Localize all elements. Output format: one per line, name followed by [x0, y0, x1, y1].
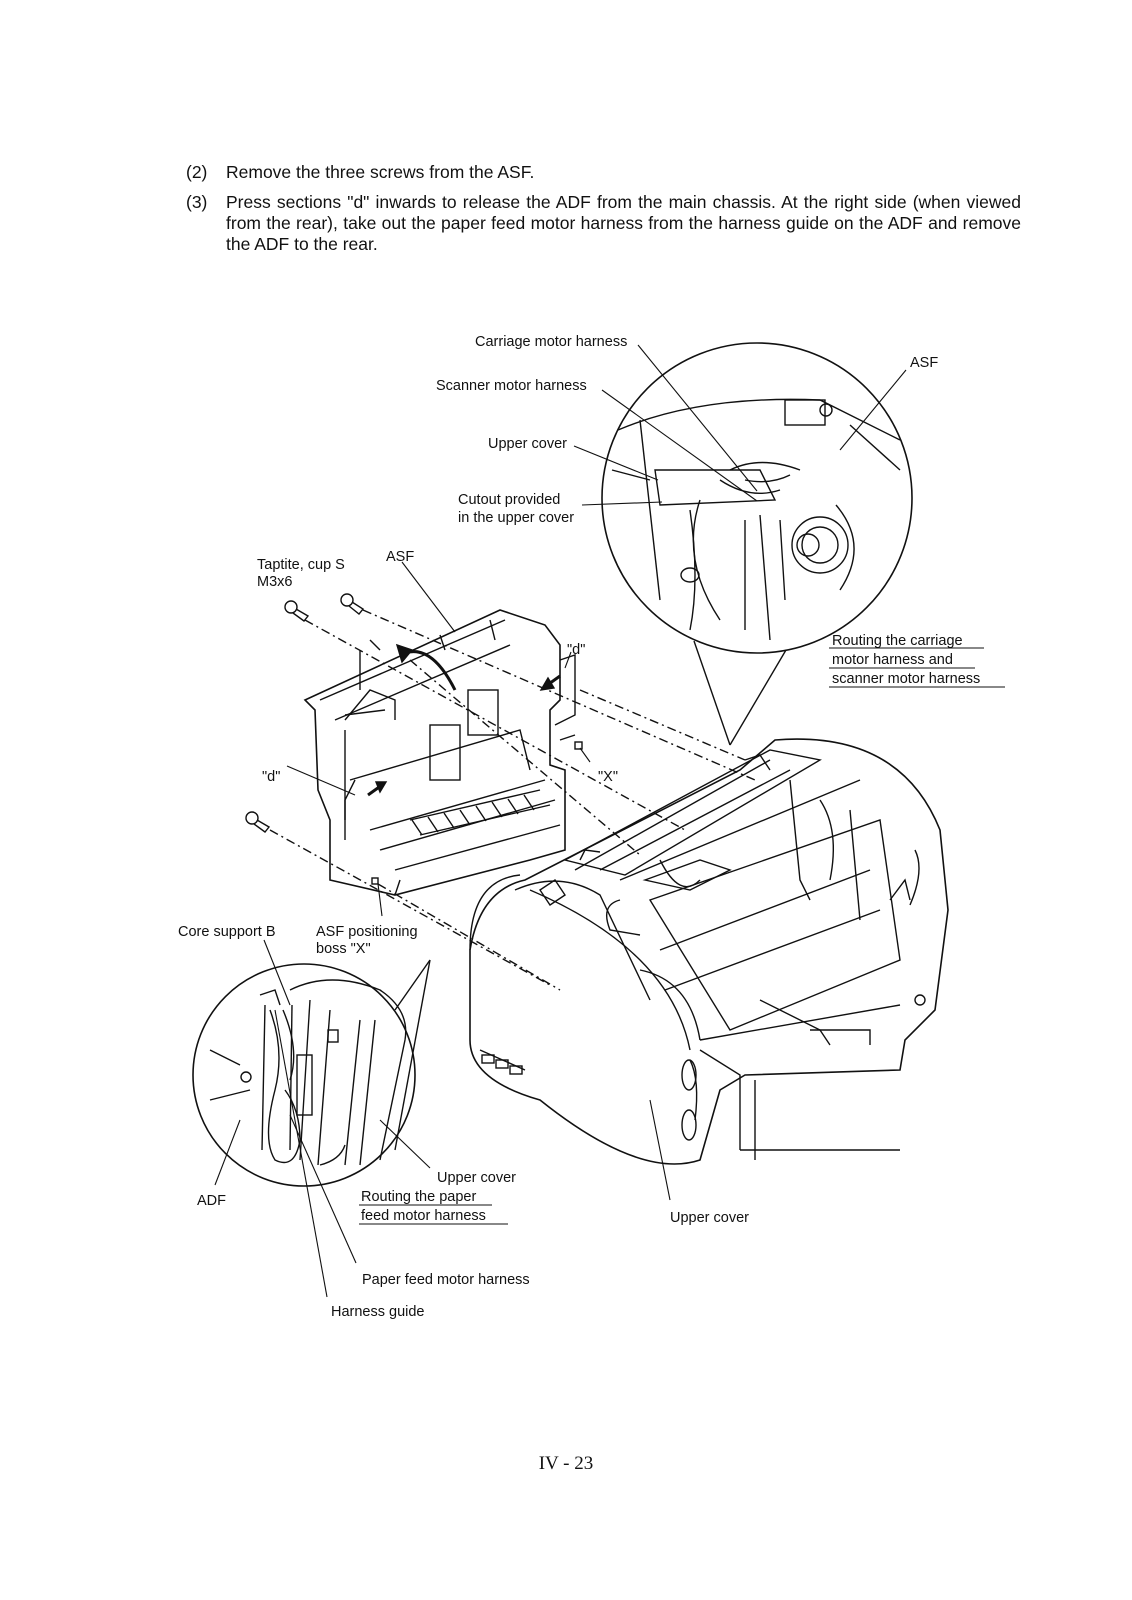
- label-carriage-motor-harness: Carriage motor harness: [475, 334, 627, 350]
- label-cutout-line2: in the upper cover: [458, 510, 574, 526]
- label-routing-carriage-line1: Routing the carriage: [832, 633, 963, 649]
- label-upper-cover-top: Upper cover: [488, 436, 567, 452]
- label-cutout-line1: Cutout provided: [458, 492, 560, 508]
- leader-lines: [214, 344, 907, 1298]
- asf-unit: [303, 609, 583, 896]
- step-number: (2): [186, 162, 208, 182]
- label-upper-cover-mid: Upper cover: [437, 1170, 516, 1186]
- step-2: (2) Remove the three screws from the ASF…: [186, 162, 1021, 183]
- label-underlines: [359, 647, 1005, 1225]
- label-taptite-line1: Taptite, cup S: [257, 557, 345, 573]
- label-d-left: "d": [262, 769, 280, 785]
- carriage-harness-detail-view: [601, 342, 913, 746]
- alignment-dash-lines: [269, 609, 756, 991]
- screw-icon: [245, 593, 365, 833]
- label-d-right: "d": [567, 642, 585, 658]
- paper-feed-harness-detail-view: [192, 959, 431, 1187]
- label-asf-positioning-line2: boss "X": [316, 941, 371, 957]
- label-asf-positioning-line1: ASF positioning: [316, 924, 418, 940]
- label-routing-paper-line1: Routing the paper: [361, 1189, 476, 1205]
- step-text: Remove the three screws from the ASF.: [226, 162, 535, 182]
- label-asf-left: ASF: [386, 549, 414, 565]
- label-upper-cover-right: Upper cover: [670, 1210, 749, 1226]
- label-paper-feed-motor-harness: Paper feed motor harness: [362, 1272, 530, 1288]
- label-asf-top: ASF: [910, 355, 938, 371]
- step-number: (3): [186, 192, 208, 212]
- label-core-support: Core support B: [178, 924, 276, 940]
- printer-main-body: [469, 738, 949, 1165]
- instruction-steps: (2) Remove the three screws from the ASF…: [186, 162, 1021, 264]
- step-3: (3) Press sections "d" inwards to releas…: [186, 192, 1021, 255]
- label-x-boss: "X": [598, 769, 618, 785]
- step-text: Press sections "d" inwards to release th…: [226, 192, 1021, 254]
- label-routing-carriage-line3: scanner motor harness: [832, 671, 980, 687]
- label-adf: ADF: [197, 1193, 226, 1209]
- label-routing-carriage-line2: motor harness and: [832, 652, 953, 668]
- page-number: IV - 23: [538, 1453, 594, 1474]
- label-routing-paper-line2: feed motor harness: [361, 1208, 486, 1224]
- label-harness-guide: Harness guide: [331, 1304, 425, 1320]
- label-scanner-motor-harness: Scanner motor harness: [436, 378, 587, 394]
- label-taptite-line2: M3x6: [257, 574, 292, 590]
